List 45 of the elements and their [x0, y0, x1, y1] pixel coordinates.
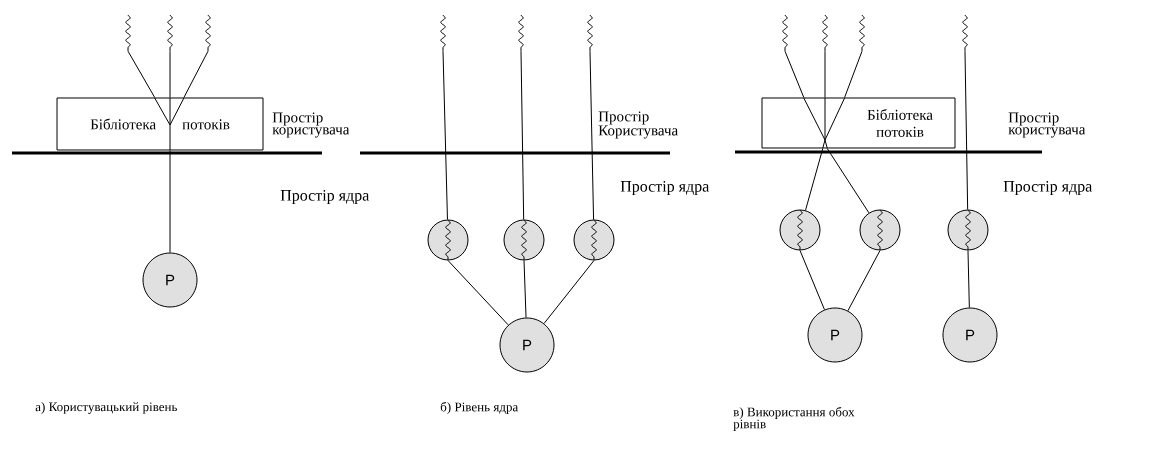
caption: а) Користувацький рівень [35, 402, 178, 414]
squiggle [125, 15, 131, 51]
line [805, 148, 824, 211]
thread-circle [859, 209, 901, 251]
line [589, 50, 595, 220]
line [543, 260, 595, 324]
squiggle [167, 15, 173, 51]
line [799, 250, 825, 311]
squiggle [518, 15, 524, 51]
line [447, 260, 509, 326]
line [127, 50, 156, 98]
space-label: Простір ядра [1003, 181, 1093, 195]
squiggle [205, 15, 211, 51]
line [847, 250, 881, 312]
line [523, 260, 527, 318]
thread-circle [947, 209, 989, 251]
line [520, 50, 525, 220]
squiggle [859, 15, 865, 51]
line [169, 50, 171, 98]
line [826, 148, 870, 214]
line [844, 50, 863, 98]
line [784, 50, 805, 98]
caption: б) Рівень ядра [440, 401, 519, 414]
thread-circle [573, 219, 615, 261]
thread-circle [427, 219, 469, 261]
squiggle [782, 15, 788, 51]
space-label: Простір ядра [620, 181, 710, 195]
line [824, 50, 826, 98]
line [442, 50, 448, 220]
library-box: Бібліотека потоків [761, 97, 956, 149]
squiggle [962, 15, 968, 51]
library-box: Бібліотека потоків [56, 97, 264, 151]
space-label: Простір Користувача [598, 111, 678, 139]
space-label: Простір ядра [280, 190, 370, 204]
thread-circle [779, 209, 821, 251]
caption: в) Використання обох рівнів [733, 406, 855, 431]
line [964, 50, 969, 210]
line [183, 50, 209, 98]
space-label: Простір користувача [1008, 112, 1086, 138]
line [169, 150, 171, 253]
squiggle [587, 15, 593, 51]
thread-circle [503, 219, 545, 261]
squiggle [822, 15, 828, 51]
line [967, 250, 970, 308]
squiggle [440, 15, 446, 51]
